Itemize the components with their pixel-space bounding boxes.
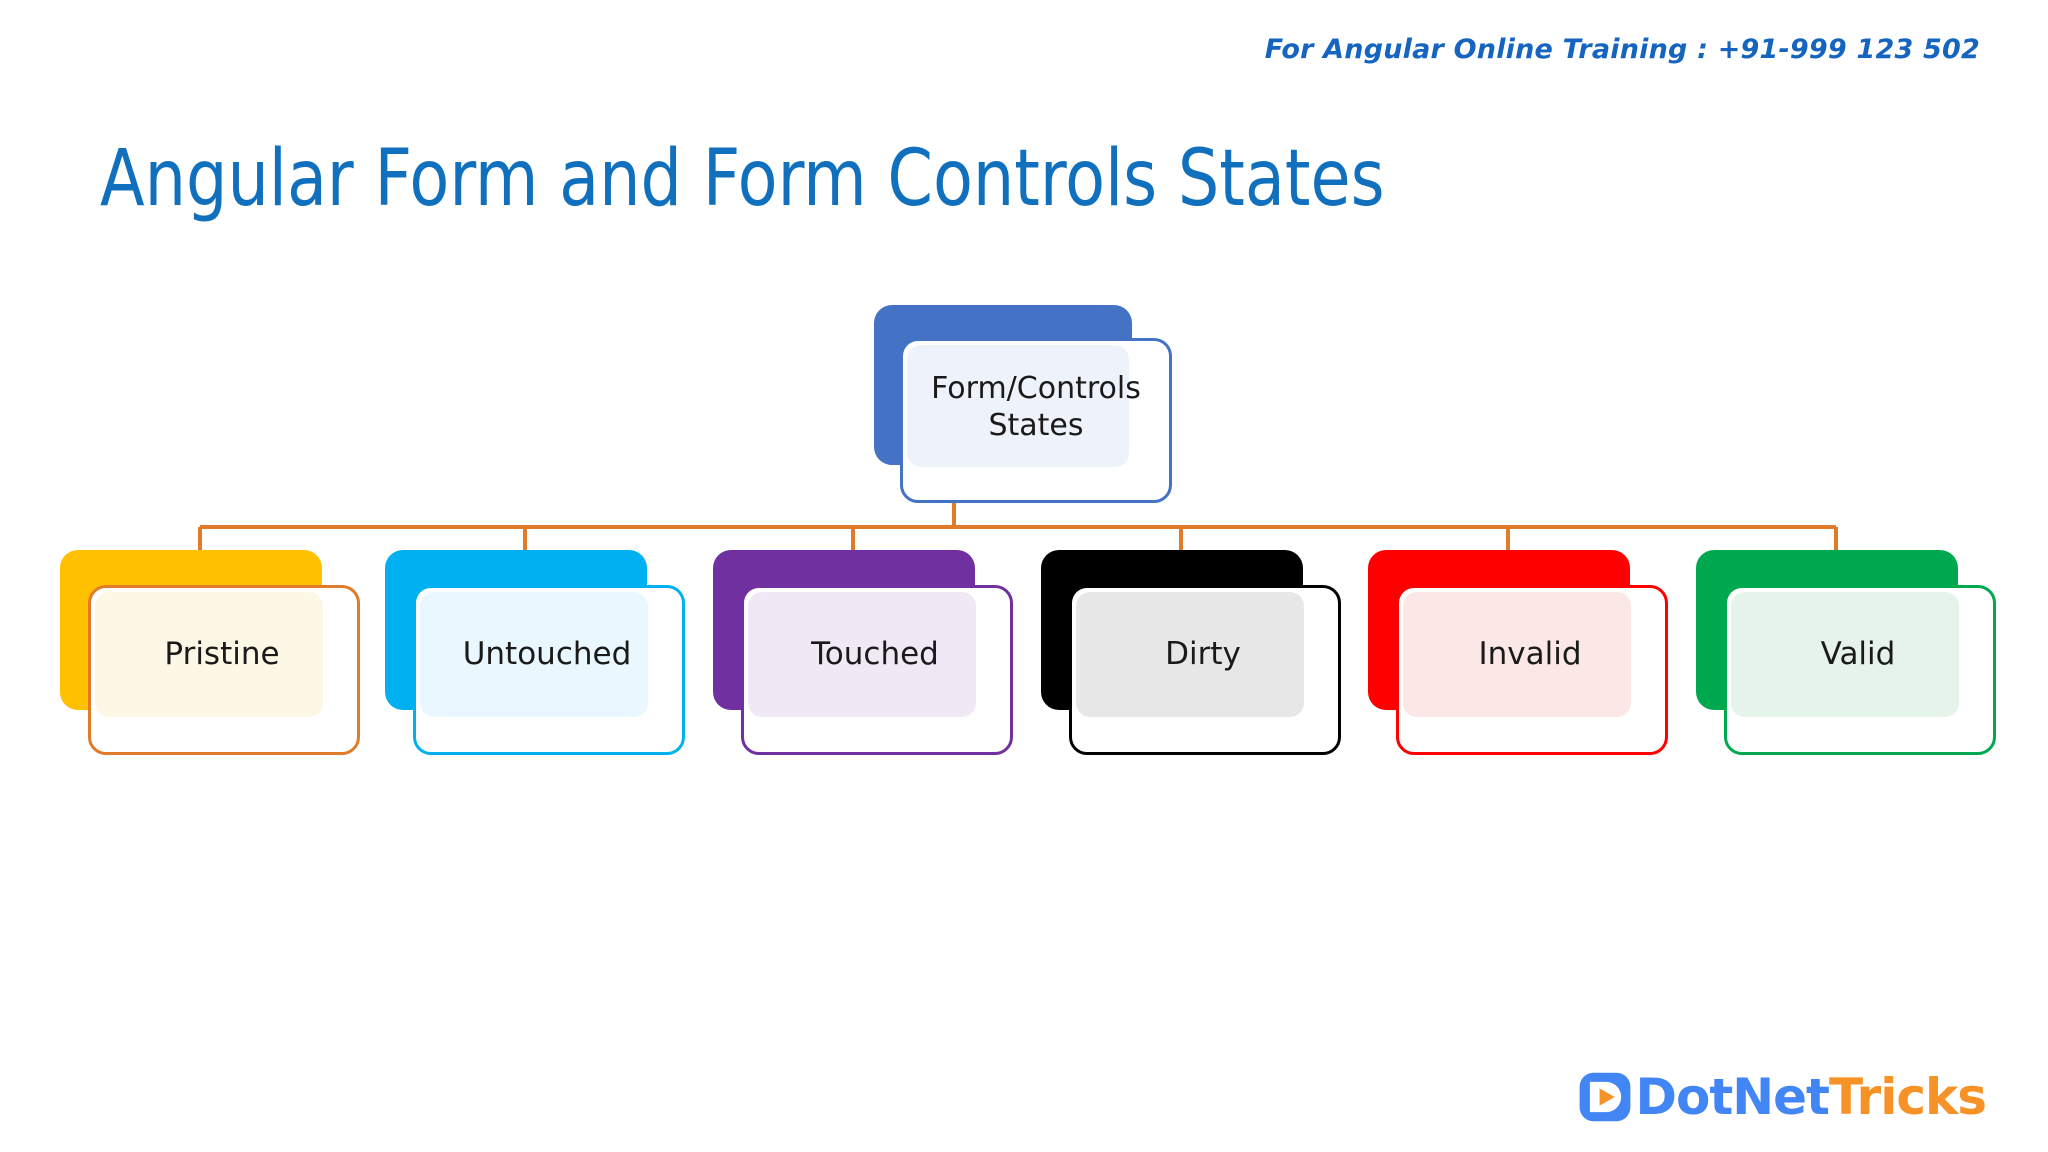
- node-untouched[interactable]: Untouched: [385, 550, 685, 755]
- node-label: Valid: [1820, 636, 1896, 673]
- node-tint: [1076, 592, 1304, 717]
- node-touched[interactable]: Touched: [713, 550, 1013, 755]
- node-tint: [748, 592, 976, 717]
- page-title: Angular Form and Form Controls States: [100, 134, 1385, 225]
- node-tint: [907, 345, 1129, 467]
- node-dirty[interactable]: Dirty: [1041, 550, 1341, 755]
- node-valid[interactable]: Valid: [1696, 550, 1996, 755]
- play-button-icon: [1579, 1072, 1630, 1122]
- node-label: Form/Controls States: [931, 371, 1141, 443]
- node-label: Untouched: [462, 636, 632, 673]
- node-invalid[interactable]: Invalid: [1368, 550, 1668, 755]
- node-label: Dirty: [1165, 636, 1241, 673]
- promo-contact-line: For Angular Online Training : +91-999 12…: [1264, 34, 1980, 65]
- node-label: Touched: [811, 636, 939, 673]
- node-tint: [95, 592, 323, 717]
- logo-text-dotnet: DotNet: [1635, 1068, 1830, 1126]
- node-pristine[interactable]: Pristine: [60, 550, 360, 755]
- brand-logo: DotNet Tricks: [1578, 1066, 1987, 1128]
- node-tint: [1403, 592, 1631, 717]
- node-form-controls-states[interactable]: Form/Controls States: [874, 305, 1174, 505]
- logo-text-tricks: Tricks: [1828, 1068, 1987, 1126]
- node-tint: [420, 592, 648, 717]
- node-tint: [1731, 592, 1959, 717]
- node-label: Pristine: [164, 636, 280, 673]
- node-label: Invalid: [1478, 636, 1582, 673]
